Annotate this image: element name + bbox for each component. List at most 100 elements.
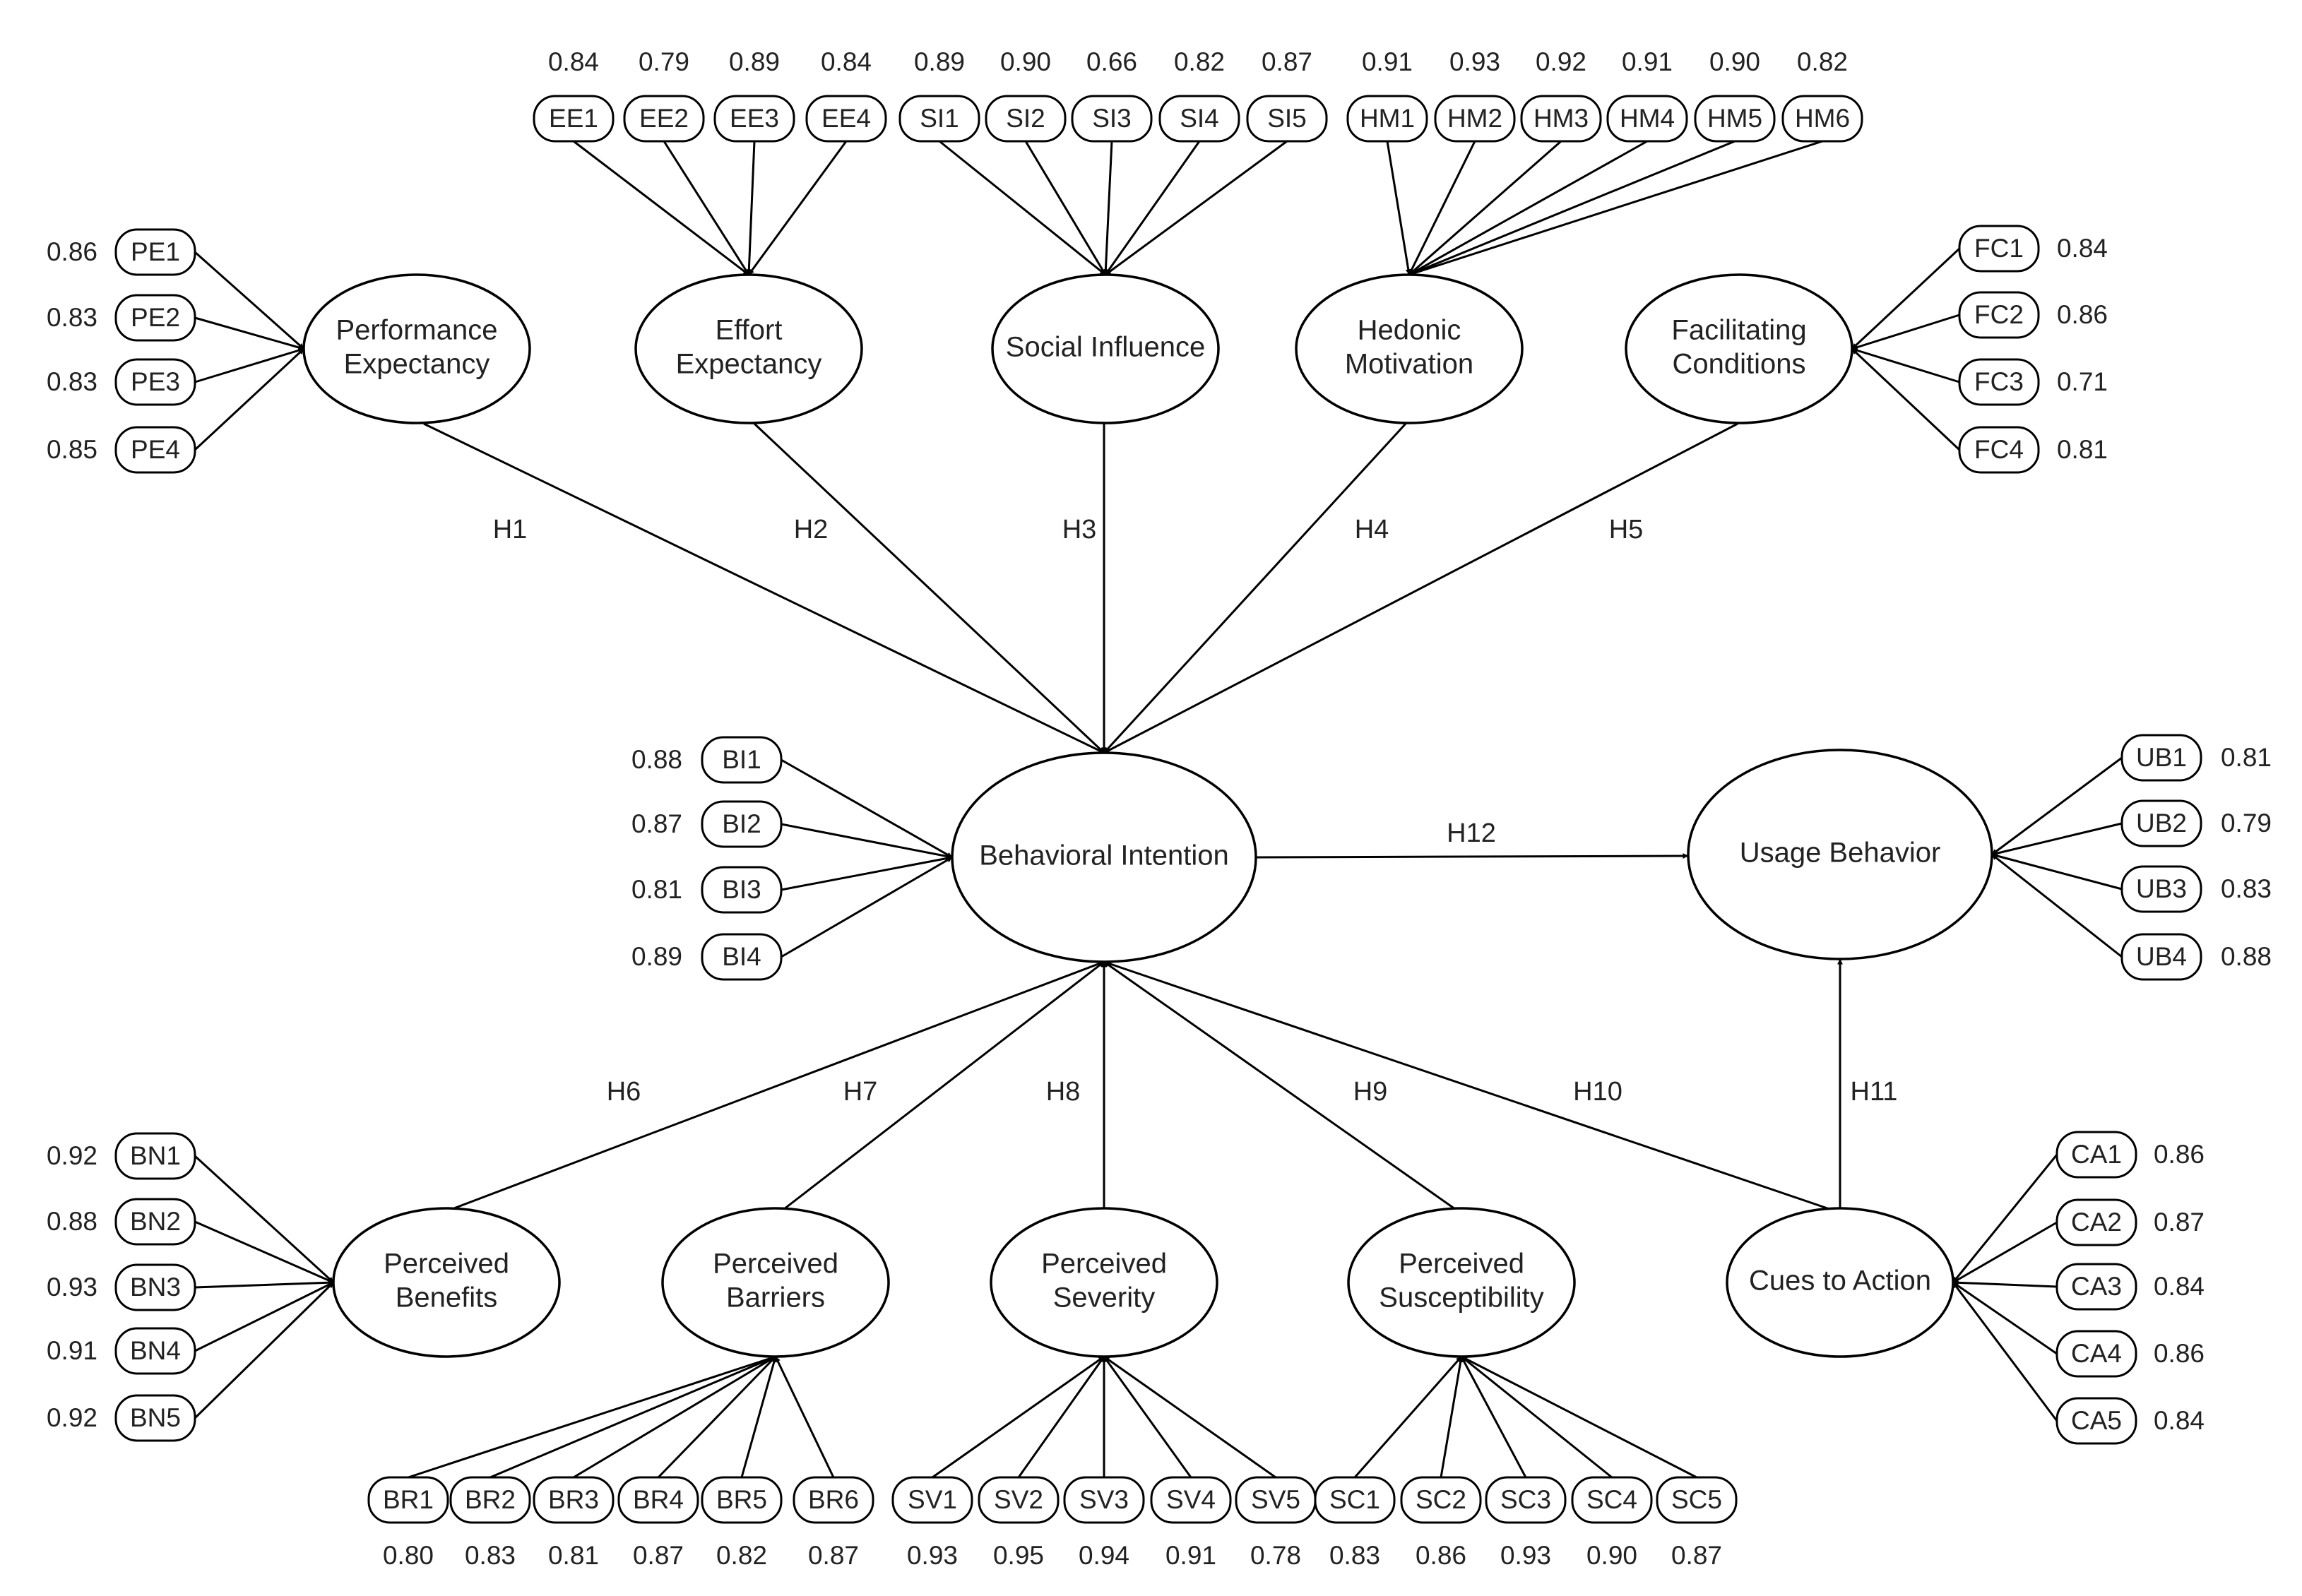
indicator-label: SC1 [1329,1485,1380,1514]
construct-label: Severity [1053,1282,1156,1314]
indicator-label: BN1 [130,1141,181,1170]
loading-path-br5 [740,1356,777,1478]
construct-label: Benefits [396,1282,498,1314]
loading-path-br3 [573,1355,776,1479]
loading-path-pe1 [194,251,304,350]
loading-path-sc1 [1353,1356,1463,1478]
loading-value: 0.93 [907,1541,958,1570]
loading-value: 0.85 [47,435,97,464]
construct-label: Hedonic [1358,315,1461,346]
indicator-hm5 [1694,95,1776,143]
hypothesis-path-h10 [1103,960,1830,1210]
construct-label: Facilitating [1671,315,1806,346]
construct-label: Expectancy [344,349,490,380]
indicator-bi3 [701,866,783,914]
indicator-si5 [1246,95,1328,143]
loading-value: 0.90 [1000,47,1051,76]
indicator-ca4 [2055,1330,2137,1378]
indicator-sv2 [978,1476,1060,1524]
loading-value: 0.84 [2154,1272,2205,1301]
indicator-label: SI5 [1267,104,1307,133]
indicator-ub3 [2120,865,2202,913]
loading-value: 0.81 [2221,743,2272,772]
indicator-label: FC2 [1974,300,2024,329]
loading-value: 0.88 [47,1207,97,1236]
hypothesis-label-h11: H11 [1851,1077,1898,1107]
loading-path-bn2 [194,1220,334,1284]
loading-path-ee3 [746,141,756,275]
indicator-label: CA1 [2071,1140,2122,1169]
indicator-pe3 [114,358,196,406]
indicator-label: BI1 [722,745,761,774]
indicator-pe4 [114,426,196,474]
loading-value: 0.92 [47,1403,97,1432]
loading-value: 0.84 [821,47,872,76]
indicator-label: FC4 [1974,435,2024,464]
hypothesis-path-h6 [451,960,1105,1210]
indicator-si2 [985,95,1067,143]
indicator-label: BR3 [548,1485,599,1514]
loading-path-bn3 [194,1280,334,1289]
indicator-label: UB1 [2136,743,2187,772]
indicator-fc3 [1958,358,2040,406]
loading-path-pe3 [194,347,304,383]
loading-path-br4 [657,1355,777,1479]
construct-bi [951,751,1257,963]
loading-value: 0.93 [1449,47,1500,76]
indicator-label: SI4 [1180,104,1219,133]
loading-path-bi3 [781,855,953,891]
loading-value: 0.82 [1174,47,1225,76]
hypothesis-label-h1: H1 [493,515,528,544]
indicator-ca2 [2055,1198,2137,1246]
loading-path-hm3 [1408,140,1562,276]
hypothesis-path-h4 [1103,422,1407,754]
loading-value: 0.83 [465,1541,516,1570]
indicator-label: PE2 [131,303,180,332]
loading-path-si5 [1105,140,1288,276]
construct-ee [634,273,863,424]
loading-value: 0.84 [548,47,599,76]
indicator-label: PE3 [131,367,180,396]
loading-value: 0.83 [2221,874,2272,903]
loading-path-fc4 [1851,347,1961,451]
indicator-label: FC3 [1974,367,2024,396]
loading-path-pe2 [194,316,304,350]
construct-label: Perceived [1041,1249,1167,1280]
indicator-label: SV3 [1079,1485,1129,1514]
construct-si [991,273,1220,424]
indicator-fc1 [1958,225,2040,273]
loading-path-ub4 [1991,853,2123,958]
loading-path-sv5 [1103,1355,1276,1479]
indicator-label: SV1 [908,1485,957,1514]
indicator-label: SC3 [1500,1485,1551,1514]
indicator-si3 [1071,95,1153,143]
loading-path-ub1 [1991,756,2123,856]
indicator-bi4 [701,933,783,981]
indicator-label: HM6 [1795,104,1850,133]
loading-value: 0.78 [1250,1541,1301,1570]
loading-value: 0.93 [47,1273,97,1302]
indicator-label: EE3 [730,104,779,133]
indicator-label: SC2 [1416,1485,1466,1514]
construct-label: Motivation [1345,349,1473,380]
loading-value: 0.89 [729,47,780,76]
loading-value: 0.88 [2221,942,2272,971]
indicator-label: UB3 [2136,874,2187,903]
indicator-si4 [1158,95,1240,143]
indicator-label: SI2 [1006,104,1045,133]
indicator-ee3 [713,95,795,143]
indicator-hm3 [1520,95,1602,143]
indicator-label: CA4 [2071,1339,2122,1368]
construct-label: Perceived [384,1249,509,1280]
loading-value: 0.86 [1416,1541,1466,1570]
construct-ca [1726,1207,1954,1358]
construct-label: Performance [336,315,498,346]
indicator-label: SC4 [1586,1485,1637,1514]
loading-value: 0.79 [2221,809,2272,838]
loading-path-si3 [1103,141,1113,275]
construct-ub [1687,749,1993,960]
loading-value: 0.91 [1165,1541,1216,1570]
indicator-ee1 [533,95,615,143]
loading-path-ca2 [1952,1221,2058,1284]
indicator-br1 [367,1476,449,1524]
